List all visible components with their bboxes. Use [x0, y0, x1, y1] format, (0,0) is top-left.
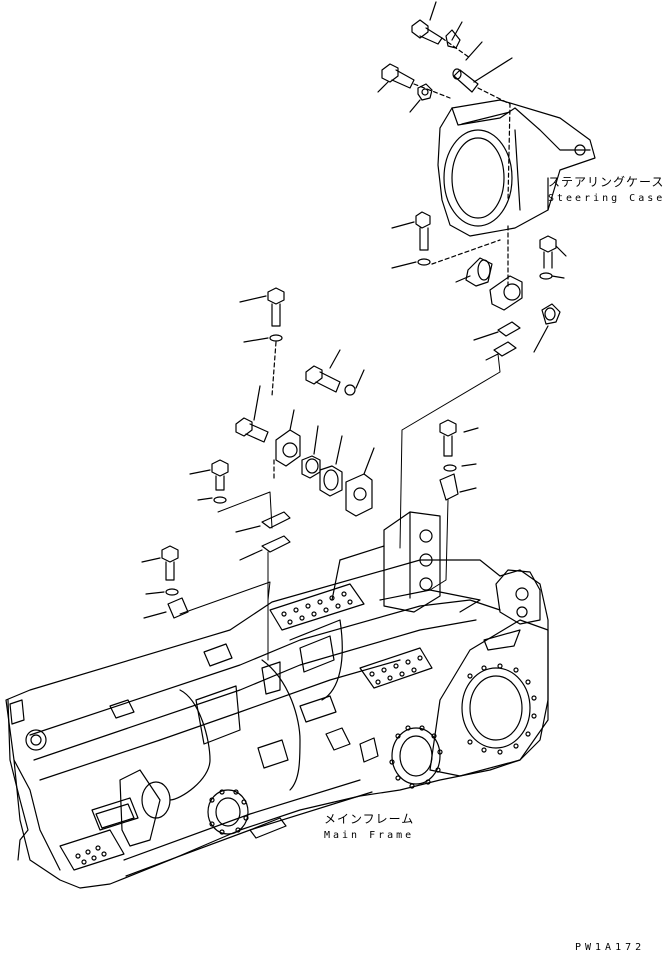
- steering-case-label-en: Steering Case: [548, 193, 666, 204]
- main-frame-label-en: Main Frame: [324, 830, 415, 841]
- main-frame: [6, 512, 548, 888]
- middle-mount-hardware: [236, 288, 478, 590]
- steering-case-label-jp: ステアリングケース: [548, 175, 665, 189]
- figure-code: PW1A172: [575, 942, 646, 953]
- steering-case: [438, 100, 595, 236]
- left-mount-hardware: [142, 460, 290, 660]
- main-frame-label-jp: メインフレーム: [324, 812, 415, 826]
- steering-case-mount: [392, 212, 566, 548]
- steering-case-hardware: [378, 2, 512, 200]
